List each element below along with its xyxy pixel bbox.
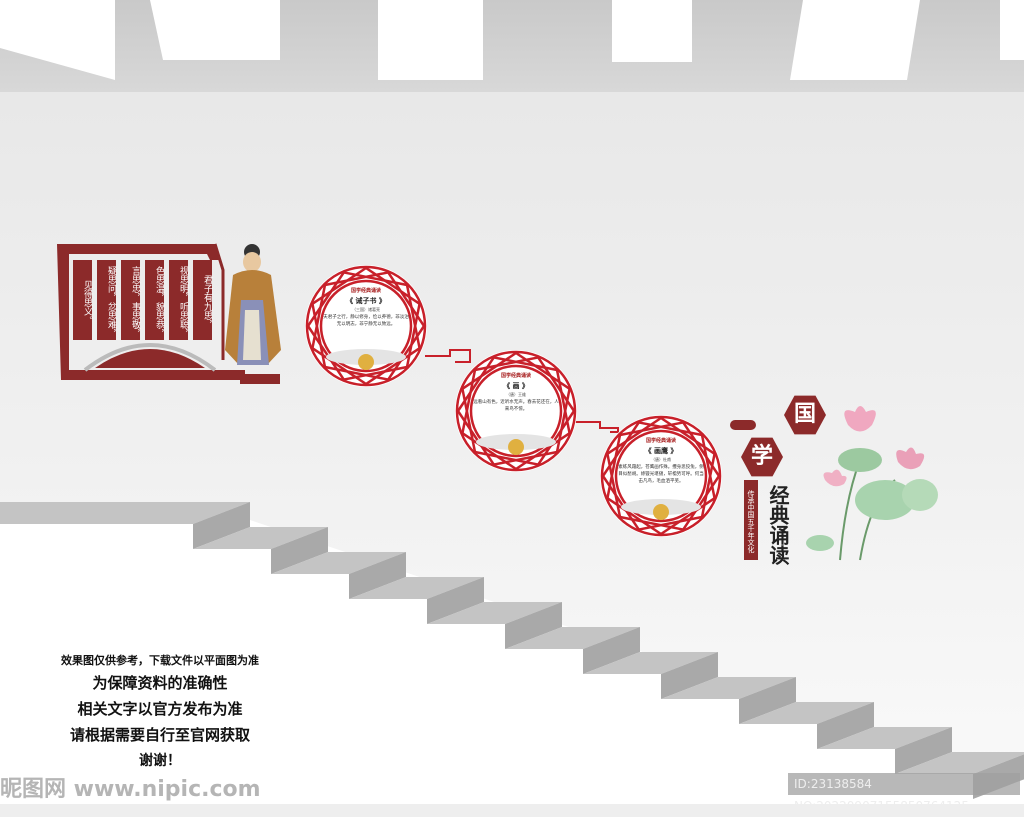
- stair-riser: [895, 727, 952, 774]
- verse-column: 言思忠，事思敬，: [121, 260, 140, 340]
- ceiling-light: [1000, 0, 1024, 60]
- notice-line: 请根据需要自行至官网获取: [69, 726, 250, 744]
- stair-tread: [427, 602, 562, 624]
- stair-riser: [271, 527, 328, 574]
- watermark-id: ID:23138584 NO:20220907155850764125: [788, 773, 1020, 813]
- stair-tread: [661, 677, 796, 699]
- poem-logo: 国学经典诵读: [645, 438, 676, 444]
- lotus-illustration: [806, 406, 938, 561]
- confucius-figure: [225, 244, 281, 365]
- stair-tread: [817, 727, 952, 749]
- poem-circle: 国学经典诵读 《 画鹰 》 （唐）杜甫 素练风霜起，苍鹰画作殊。㩳身思狡兔，侧目…: [600, 415, 722, 537]
- stair-riser: [817, 702, 874, 749]
- stair-riser: [427, 577, 484, 624]
- stair-tread: [271, 552, 406, 574]
- verse-column: 视思明，听思聪，: [169, 260, 188, 340]
- cloud-icon: [730, 420, 756, 430]
- verse-column: 见得思义。: [73, 260, 92, 340]
- culture-banner: 传承中国五千年文化: [744, 480, 758, 560]
- stair-riser: [583, 627, 640, 674]
- ceiling-light: [612, 0, 692, 62]
- ceiling-light: [150, 0, 280, 60]
- child-illustration: [508, 439, 524, 455]
- poem-text: 素练风霜起，苍鹰画作殊。㩳身思狡兔，侧目似愁胡。绦镟光堪擿，轩楹势可呼。何当击凡…: [618, 465, 704, 484]
- stair-tread: [349, 577, 484, 599]
- stair-tread: [505, 627, 640, 649]
- verse-column: 君子有九思，: [193, 260, 212, 340]
- poem-circle: 国学经典诵读 《 诫子书 》 （三国）诸葛亮 夫君子之行，静以修身，俭以养德，非…: [305, 265, 427, 387]
- stair-riser: [661, 652, 718, 699]
- child-illustration: [358, 354, 374, 370]
- lattice-frame: [600, 415, 722, 537]
- stair-tread: [0, 502, 250, 524]
- confucius-panel-frame: [57, 243, 281, 384]
- verse-column: 色思温，貌思恭，: [145, 260, 164, 340]
- calligraphy-title: 经典诵读: [766, 485, 790, 565]
- child-illustration: [653, 504, 669, 520]
- poem-logo: 国学经典诵读: [500, 373, 531, 379]
- poem-logo: 国学经典诵读: [350, 288, 381, 294]
- poem-title: 《 画 》: [503, 382, 529, 390]
- notice-line: 谢谢！: [139, 753, 181, 769]
- stair-tread: [895, 752, 1024, 774]
- poem-text: 远看山有色，近听水无声。春去花还在，人来鸟不惊。: [473, 400, 559, 412]
- stair-tread: [193, 527, 328, 549]
- poem-author: （唐）杜甫: [651, 457, 671, 462]
- ceiling-light: [790, 0, 920, 80]
- poem-title: 《 诫子书 》: [346, 297, 386, 305]
- verse-column: 疑思问，忿思难，: [97, 260, 116, 340]
- poem-text: 夫君子之行，静以修身，俭以养德，非淡泊无以明志，非宁静无以致远。: [323, 315, 409, 327]
- poem-author: （三国）诸葛亮: [352, 307, 380, 312]
- watermark-site: 昵图网 www.nipic.com: [0, 777, 261, 802]
- ceiling-light: [378, 0, 483, 80]
- notice-line: 为保障资料的准确性: [92, 674, 228, 692]
- poem-title: 《 画鹰 》: [644, 447, 678, 455]
- ceiling: [0, 0, 1024, 92]
- stair-tread: [739, 702, 874, 724]
- notice-line: 相关文字以官方发布为准: [77, 700, 243, 718]
- stair-tread: [583, 652, 718, 674]
- notice-line: 效果图仅供参考，下载文件以平面图为准: [61, 654, 259, 667]
- poem-author: （唐）王维: [506, 392, 526, 397]
- lattice-frame: [305, 265, 427, 387]
- stair-riser: [739, 677, 796, 724]
- stair-riser: [349, 552, 406, 599]
- stair-riser: [193, 502, 250, 549]
- poem-circle: 国学经典诵读 《 画 》 （唐）王维 远看山有色，近听水无声。春去花还在，人来鸟…: [455, 350, 577, 472]
- lattice-frame: [455, 350, 577, 472]
- stair-riser: [505, 602, 562, 649]
